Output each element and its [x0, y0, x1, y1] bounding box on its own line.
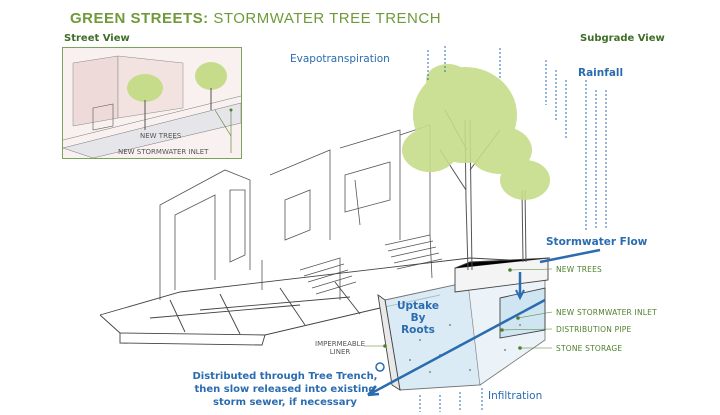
tree-foliage	[402, 64, 550, 200]
inset-new-inlet-label: NEW STORMWATER INLET	[118, 148, 208, 156]
distributed-line1: Distributed through Tree Trench,	[180, 370, 390, 383]
rainfall-label: Rainfall	[578, 67, 623, 79]
street-view-sketch	[63, 48, 241, 158]
inset-new-trees-label: NEW TREES	[140, 132, 181, 140]
uptake-line2: Roots	[388, 324, 448, 336]
evapotranspiration-label: Evapotranspiration	[290, 53, 390, 65]
stairs-sketch	[300, 235, 442, 300]
callout-stone-storage: STONE STORAGE	[556, 344, 622, 353]
street-view-label: Street View	[64, 33, 130, 44]
rainfall-arrows	[546, 60, 606, 230]
callout-new-trees: NEW TREES	[556, 265, 602, 274]
callout-new-inlet: NEW STORMWATER INLET	[556, 308, 657, 317]
infiltration-label: Infiltration	[488, 390, 542, 402]
liner-line1: IMPERMEABLE	[305, 340, 375, 348]
callout-liner: IMPERMEABLE LINER	[305, 340, 375, 356]
distributed-line2: then slow released into existing	[180, 383, 390, 396]
distributed-line3: storm sewer, if necessary	[180, 396, 390, 409]
subgrade-view-label: Subgrade View	[580, 33, 665, 44]
infiltration-arrows	[420, 388, 482, 412]
callout-distribution-pipe: DISTRIBUTION PIPE	[556, 325, 631, 334]
street-view-inset	[62, 47, 242, 159]
liner-line2: LINER	[305, 348, 375, 356]
stormwater-flow-label: Stormwater Flow	[546, 236, 647, 248]
uptake-label: Uptake By Roots	[388, 300, 448, 336]
uptake-line1: Uptake By	[388, 300, 448, 324]
distributed-label: Distributed through Tree Trench, then sl…	[180, 370, 390, 409]
